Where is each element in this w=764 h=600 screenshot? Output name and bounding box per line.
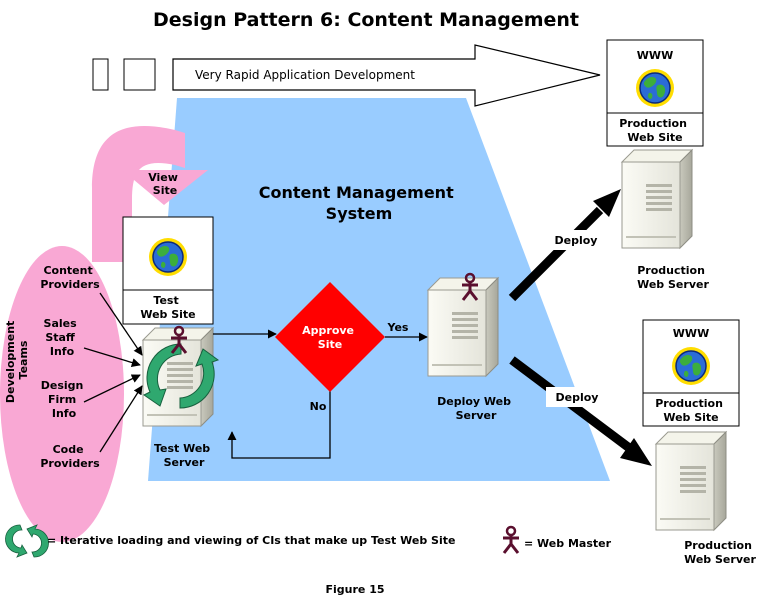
yes-label: Yes — [387, 321, 409, 334]
svg-text:Production Web Site: Production Web Site — [655, 397, 727, 424]
deploy-label-lower: Deploy — [556, 391, 599, 404]
input-arrows — [83, 292, 143, 453]
deploy-arrowhead-lower — [620, 438, 652, 466]
globe-icon — [148, 237, 188, 277]
rad-label: Very Rapid Application Development — [195, 68, 415, 82]
production-web-server-label-upper: Production Web Server — [637, 264, 709, 291]
production-web-site-box-upper: WWW Production Web Site — [606, 39, 704, 147]
sales-staff-info-label: Sales Staff Info — [44, 317, 81, 358]
deploy-label-box-upper — [545, 230, 607, 250]
no-return-arrow — [227, 390, 331, 459]
deploy-web-server-label: Deploy Web Server — [437, 395, 515, 422]
diagram-title: Design Pattern 6: Content Management — [153, 9, 579, 31]
rad-arrow — [172, 44, 601, 107]
svg-text:Production Web Site: Production Web Site — [619, 117, 691, 144]
cycle-arrows-icon — [143, 343, 220, 409]
test-web-server-label: Test Web Server — [154, 442, 214, 469]
figure-caption: Figure 15 — [325, 583, 384, 596]
approve-site-decision — [275, 282, 385, 392]
deploy-arrow-upper — [508, 206, 604, 302]
cms-region — [148, 98, 610, 481]
production-web-site-box-lower: WWW Production Web Site — [642, 319, 740, 427]
deploy-server-icon — [427, 277, 499, 377]
globe-icon — [635, 68, 675, 108]
legend-iterative-text: = Iterative loading and viewing of CIs t… — [47, 534, 455, 547]
development-teams-label: Development Teams — [4, 317, 30, 403]
rad-small-box-1 — [92, 58, 109, 91]
cms-label: Content Management System — [259, 183, 460, 223]
globe-icon — [671, 346, 711, 386]
design-firm-info-label: Design Firm Info — [41, 379, 87, 420]
legend-web-master-text: = Web Master — [524, 537, 612, 550]
legend-cycle-arrows-icon — [5, 524, 49, 558]
production-server-icon-upper — [621, 149, 693, 249]
code-providers-label: Code Providers — [40, 443, 100, 470]
production-web-server-label-lower: Production Web Server — [684, 539, 756, 566]
deploy-label-upper: Deploy — [555, 234, 598, 247]
test-web-site-box: Test Web Site — [122, 216, 214, 325]
no-label: No — [310, 400, 327, 413]
deploy-label-box-lower — [546, 387, 608, 407]
svg-text:WWW: WWW — [637, 49, 673, 62]
test-web-site-label: Test Web Site — [140, 294, 195, 321]
content-providers-label: Content Providers — [40, 264, 100, 291]
legend-web-master-icon — [501, 525, 521, 555]
development-teams-loop — [0, 125, 208, 542]
view-site-label: View Site — [148, 171, 182, 197]
rad-small-box-2 — [123, 58, 156, 91]
deploy-arrowhead-upper — [593, 189, 621, 217]
svg-text:WWW: WWW — [673, 327, 709, 340]
production-server-icon-lower — [655, 431, 727, 531]
approve-site-label: Approve Site — [302, 324, 358, 351]
